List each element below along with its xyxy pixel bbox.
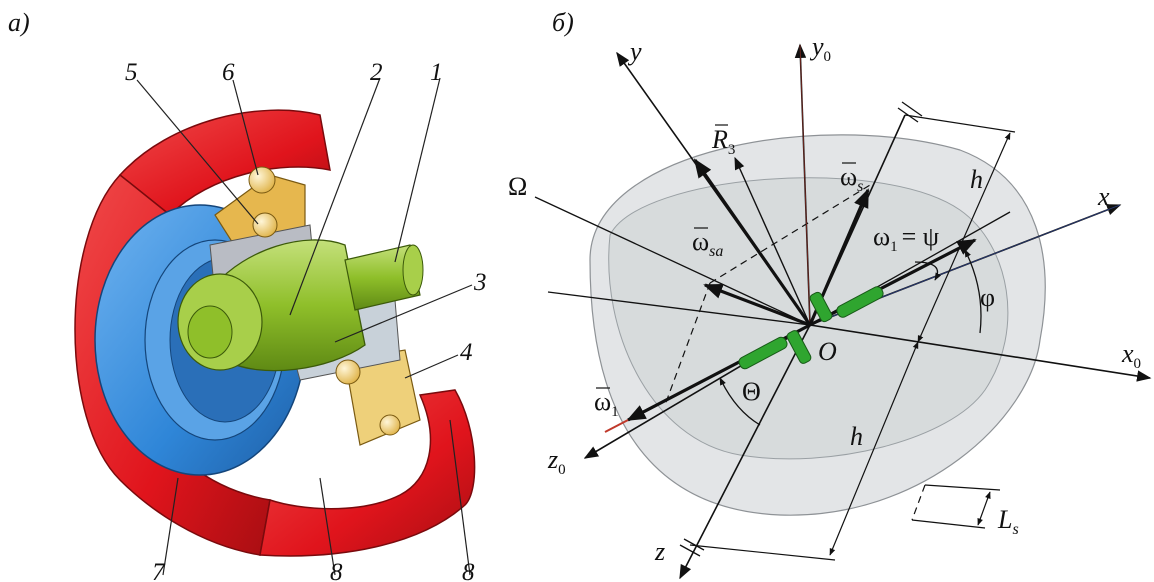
Ls-label: Ls [997,505,1019,538]
part-label-8-right: 8 [462,559,475,582]
leader-lines [136,77,473,576]
part-label-7: 7 [152,559,166,582]
h-bottom-label: h [850,422,863,451]
h-top-dim [917,132,1011,343]
dashed-Ls-line [911,484,926,521]
part-label-8-left: 8 [330,559,343,582]
h-bottom-dim [829,341,919,556]
horizontal-ref-line [547,291,811,326]
omega-sa-vector [703,283,811,327]
part-label-3: 3 [473,269,487,296]
phi-label: φ [980,283,995,312]
r3-label: R3 [711,125,735,158]
theta-label: Θ [742,377,761,406]
gimbal-shaft [738,286,884,370]
z-axis-label: z [654,537,665,566]
part-label-4: 4 [460,339,473,366]
x0-axis-label: x0 [1121,339,1141,372]
red-housing-top [118,109,331,217]
y0-axis-label: y0 [809,32,831,65]
z0-axis-label: z0 [547,445,566,478]
ball-6 [248,166,276,194]
x-axis-label: x [1097,182,1110,211]
omega-line [534,196,811,326]
r3-radius-arrow [734,156,811,326]
y-axis-label: y [627,37,642,66]
kinematic-diagram: x x0 y0 y z0 z O Ω ωs ωsa ω1 ω1= ψ R3 h … [508,32,1152,580]
ball-bottom [379,414,401,436]
part-label-1: 1 [430,59,443,86]
h-top-label: h [970,165,983,194]
ball-lower [335,359,361,385]
omega-sa-label: ωsa [692,227,723,260]
dashed-omega-1-projection [664,282,711,406]
x0-axis [809,324,1152,382]
panel-a-label: а) [8,8,30,37]
origin-label: O [818,337,837,366]
ball-5 [252,212,278,238]
y-bold-segment [693,158,812,326]
omega-1-label: ω1 [594,387,619,420]
green-shaft [344,244,421,311]
theta-arc [719,377,761,426]
panel-b-label: б) [552,8,574,37]
bearing-marks [679,101,923,557]
part-label-5: 5 [125,59,138,86]
cutaway-illustration: 5 6 2 1 3 4 7 8 8 [74,59,487,582]
dashed-omega-s-projection [709,184,871,284]
omega1-psi-label: ω1= ψ [873,222,939,255]
z-axis [679,324,811,580]
omega-s-label: ωs [840,162,863,195]
ellipsoid-inner-rim [608,177,1009,460]
omega-label: Ω [508,172,527,201]
part-label-2: 2 [370,59,383,86]
Ls-dim [977,491,991,526]
red-housing-bottom [259,389,476,557]
part-label-6: 6 [222,59,235,86]
